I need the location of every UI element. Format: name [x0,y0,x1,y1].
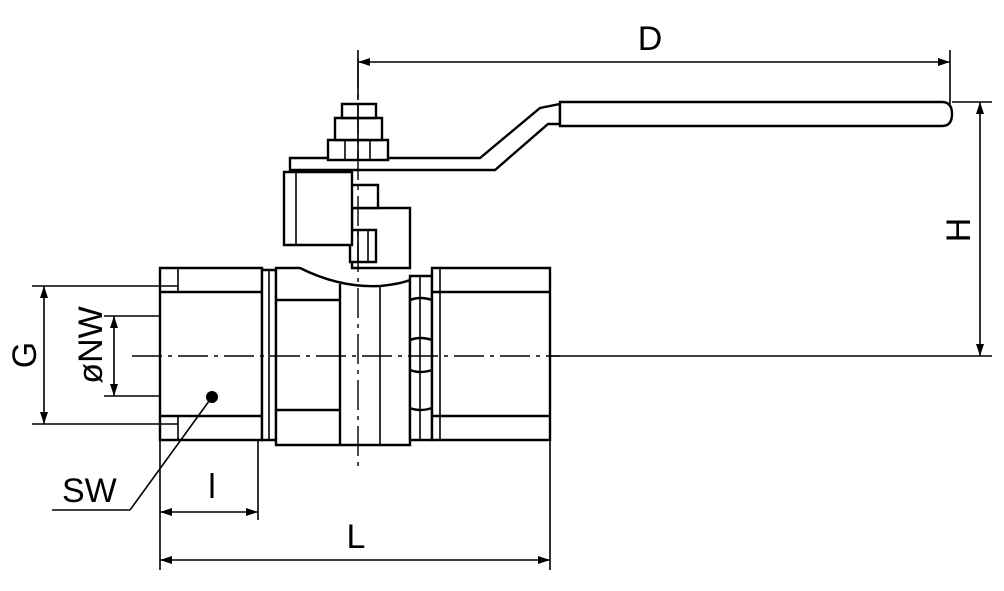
label-sw: SW [62,472,117,510]
stem-assembly [346,183,412,270]
dimension-g: G [6,285,178,425]
label-h: H [940,218,978,243]
dimension-h: H [940,101,992,356]
left-thread-end [158,266,264,442]
label-nw: øNW [72,306,110,383]
label-l-small: l [208,468,216,506]
dimension-d: D [357,20,951,104]
label-g: G [6,342,44,368]
valve-body [158,266,552,447]
dimension-l-large: L [160,440,551,570]
hex-section [408,274,434,442]
dimension-sw: SW [52,391,218,511]
dimension-nw: øNW [72,306,160,397]
right-thread-end [430,266,552,442]
handle-body [282,170,354,247]
handle-lever [282,100,954,247]
label-l-large: L [347,518,366,556]
dimension-l-small: l [159,440,259,570]
label-d: D [638,20,663,58]
stem [348,228,378,264]
